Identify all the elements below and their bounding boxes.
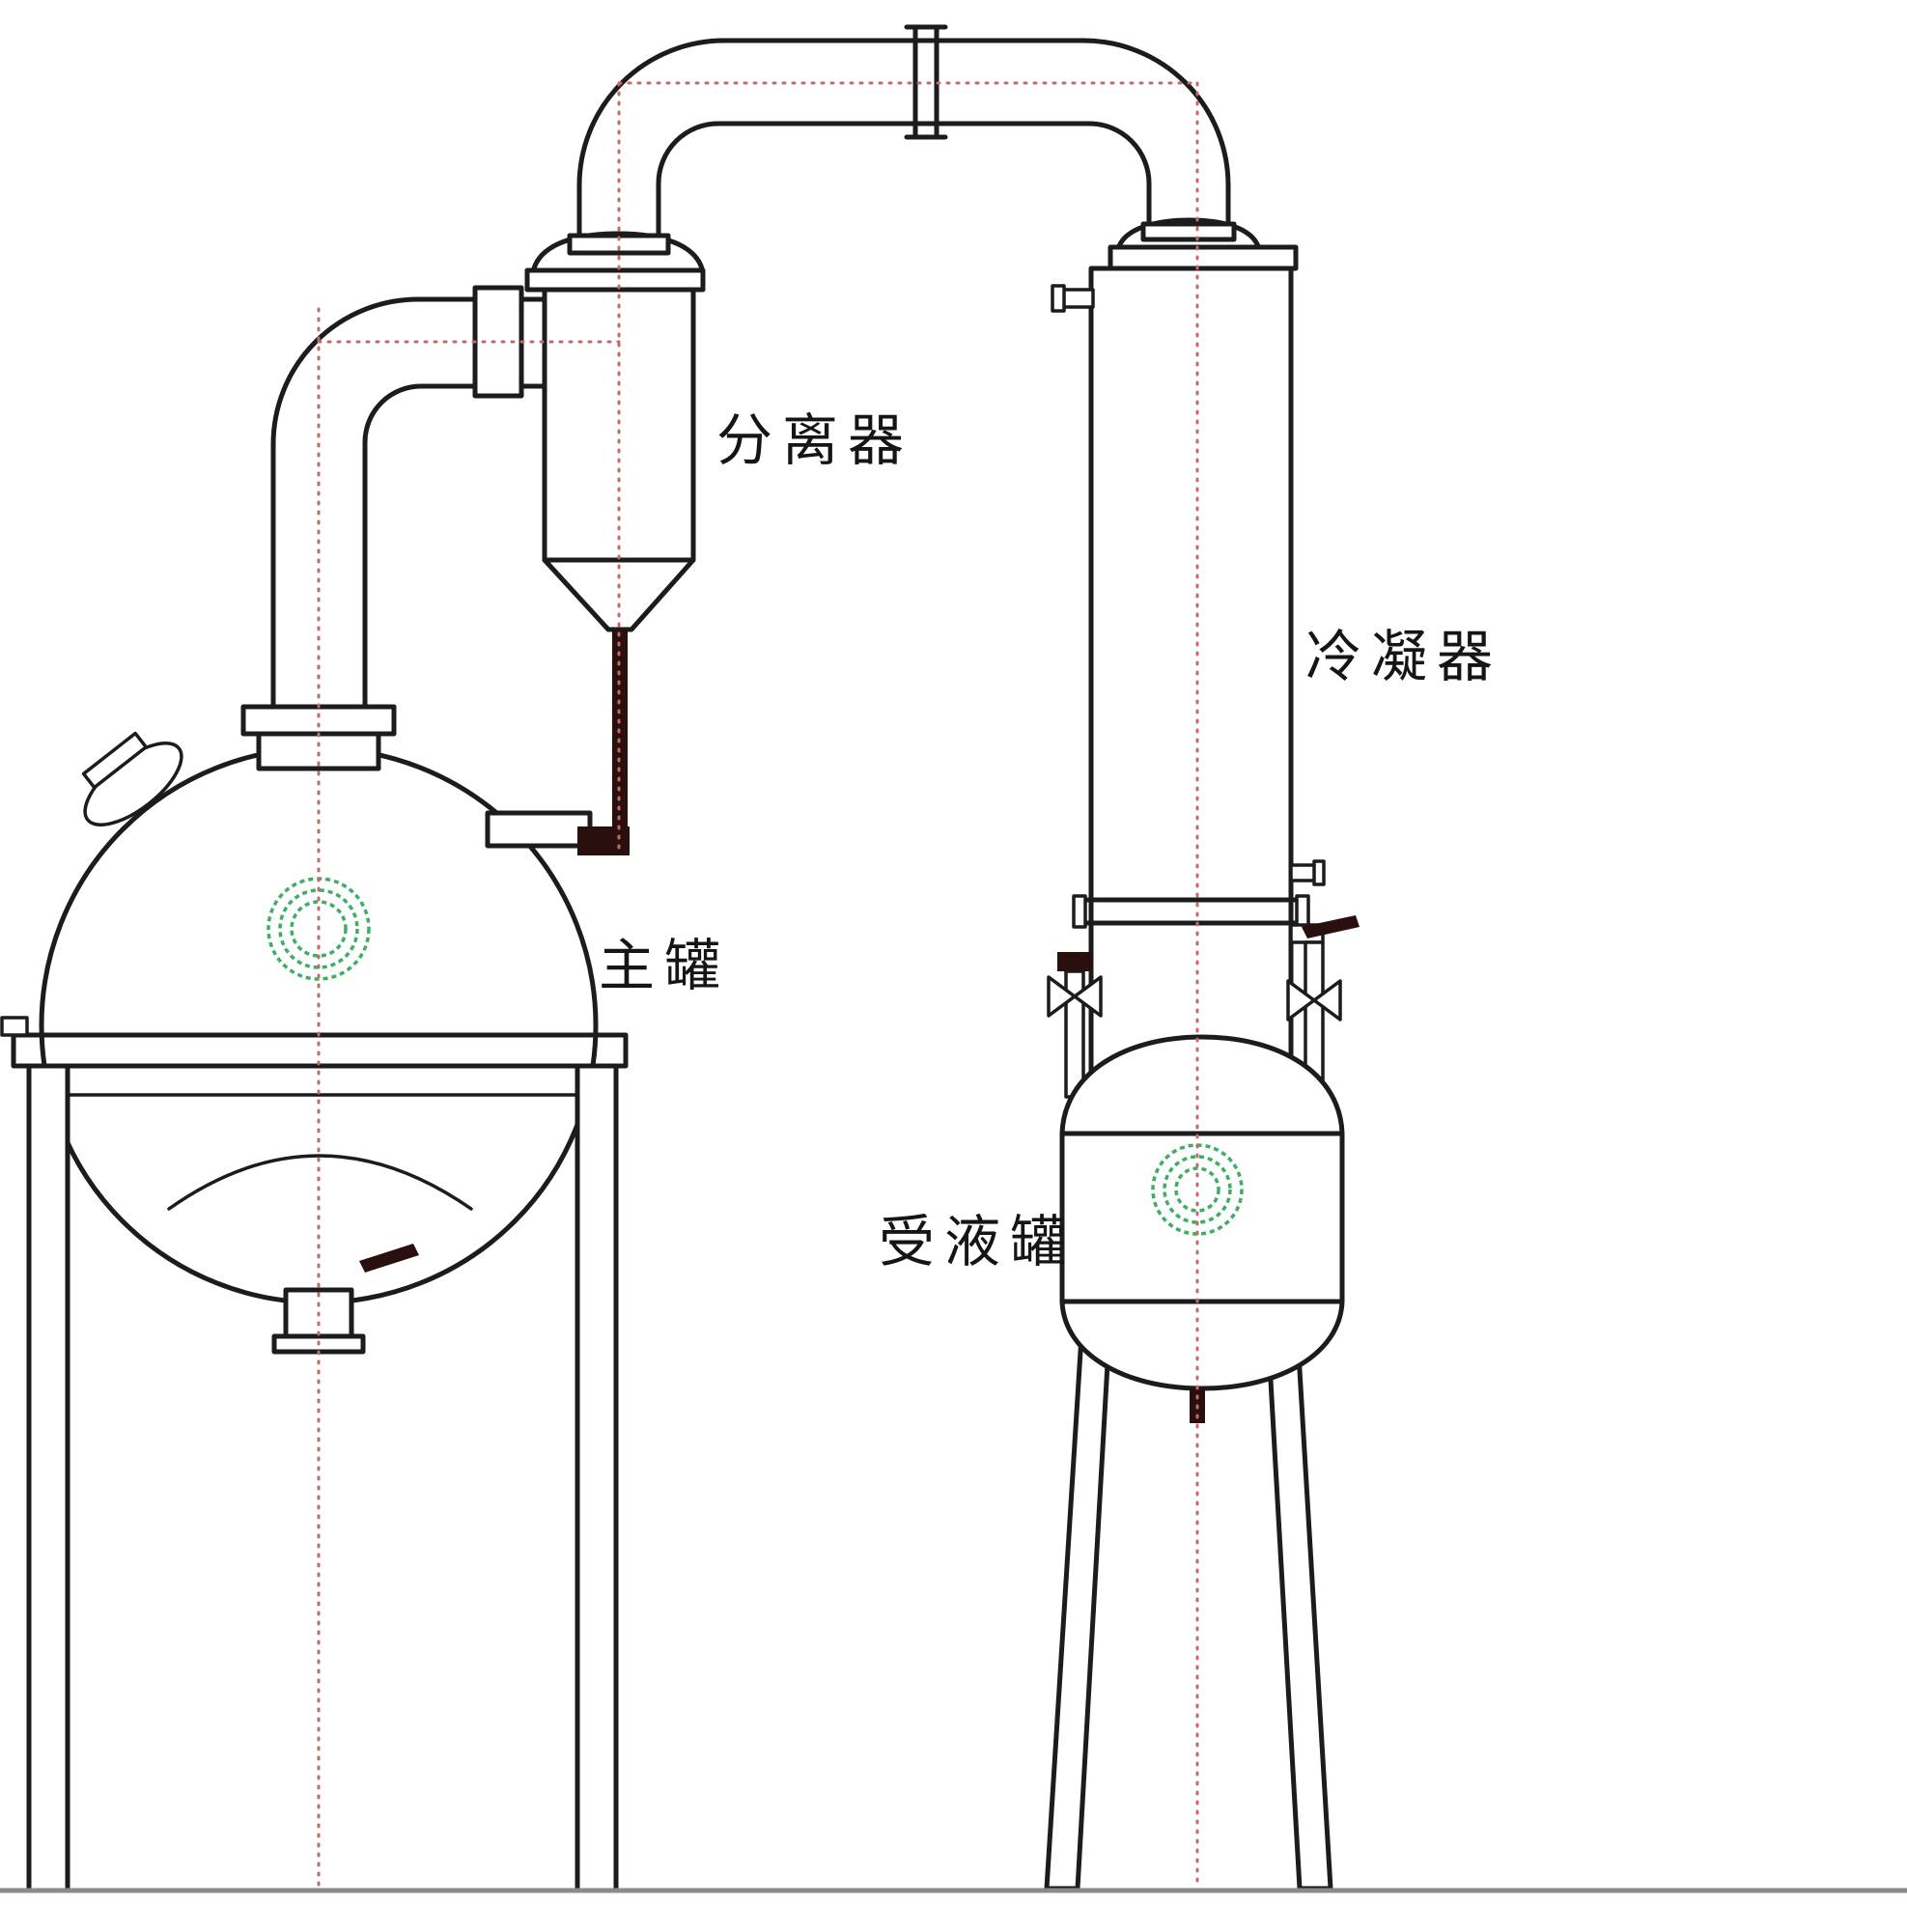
condenser: [1051, 217, 1326, 1081]
main-tank-leg-left: [26, 1063, 70, 1893]
separator-top-flange: [524, 267, 706, 293]
condenser-shell: [1088, 266, 1294, 1081]
main-tank-inner-dish: [167, 1154, 473, 1211]
centerlines: [317, 81, 1199, 1890]
receiver-tank: [1044, 1034, 1345, 1891]
main-tank-manway: [81, 731, 183, 826]
return-tube-elbow: [577, 826, 630, 855]
sight-glass-ring-inner: [290, 900, 348, 958]
condenser-joint-bolt-left: [1072, 894, 1087, 929]
condenser-joint-bolt-right: [1295, 894, 1310, 929]
left-valve-cap: [1057, 952, 1092, 971]
separator-label: 分离器: [716, 407, 913, 473]
condenser-label: 冷凝器: [1305, 624, 1502, 689]
receiver-tank-label: 受液罐: [879, 1209, 1076, 1274]
sight-glass-ring-middle: [278, 888, 359, 969]
riser-pipe-body: [270, 296, 558, 722]
left-valve: [1047, 975, 1103, 1018]
overhead-pipe-body: [576, 38, 1231, 256]
main-tank-side-nozzle: [485, 810, 593, 849]
condenser-vent-nozzle: [1060, 288, 1095, 309]
main-tank-lug: [0, 1016, 29, 1037]
receiver-right-piping: [1286, 915, 1360, 1093]
main-tank-leg-right: [575, 1063, 619, 1893]
separator: [524, 231, 706, 632]
condenser-joint-lines: [1080, 897, 1302, 926]
condenser-inlet-collar: [1140, 221, 1237, 242]
sight-glass-ring-middle: [1163, 1155, 1232, 1224]
sight-glass-ring-inner: [1174, 1166, 1220, 1213]
overhead-pipe-separator-to-condenser: [576, 24, 1231, 256]
bottom-valve-handle: [359, 1244, 419, 1273]
riser-pipe-main-to-separator: [270, 285, 558, 722]
return-tube: [485, 630, 630, 855]
main-tank: [0, 704, 629, 1893]
receiver-leg-right: [1264, 1302, 1333, 1891]
right-valve-lever: [1302, 915, 1360, 938]
separator-outlet-collar: [567, 233, 671, 256]
condenser-vent-cap: [1051, 284, 1066, 313]
main-tank-neck-flange: [240, 704, 397, 737]
labels: 分离器 冷凝器 主罐 受液罐: [599, 407, 1502, 1274]
condenser-top-flange: [1108, 244, 1299, 271]
manway-hinge: [81, 731, 148, 790]
condenser-side-nozzle-cap: [1312, 859, 1326, 886]
condenser-side-nozzle: [1289, 863, 1318, 882]
main-tank-label: 主罐: [599, 933, 730, 998]
receiver-top-dome: [1059, 1034, 1345, 1136]
right-valve: [1286, 979, 1342, 1022]
receiver-leg-left: [1044, 1302, 1113, 1891]
